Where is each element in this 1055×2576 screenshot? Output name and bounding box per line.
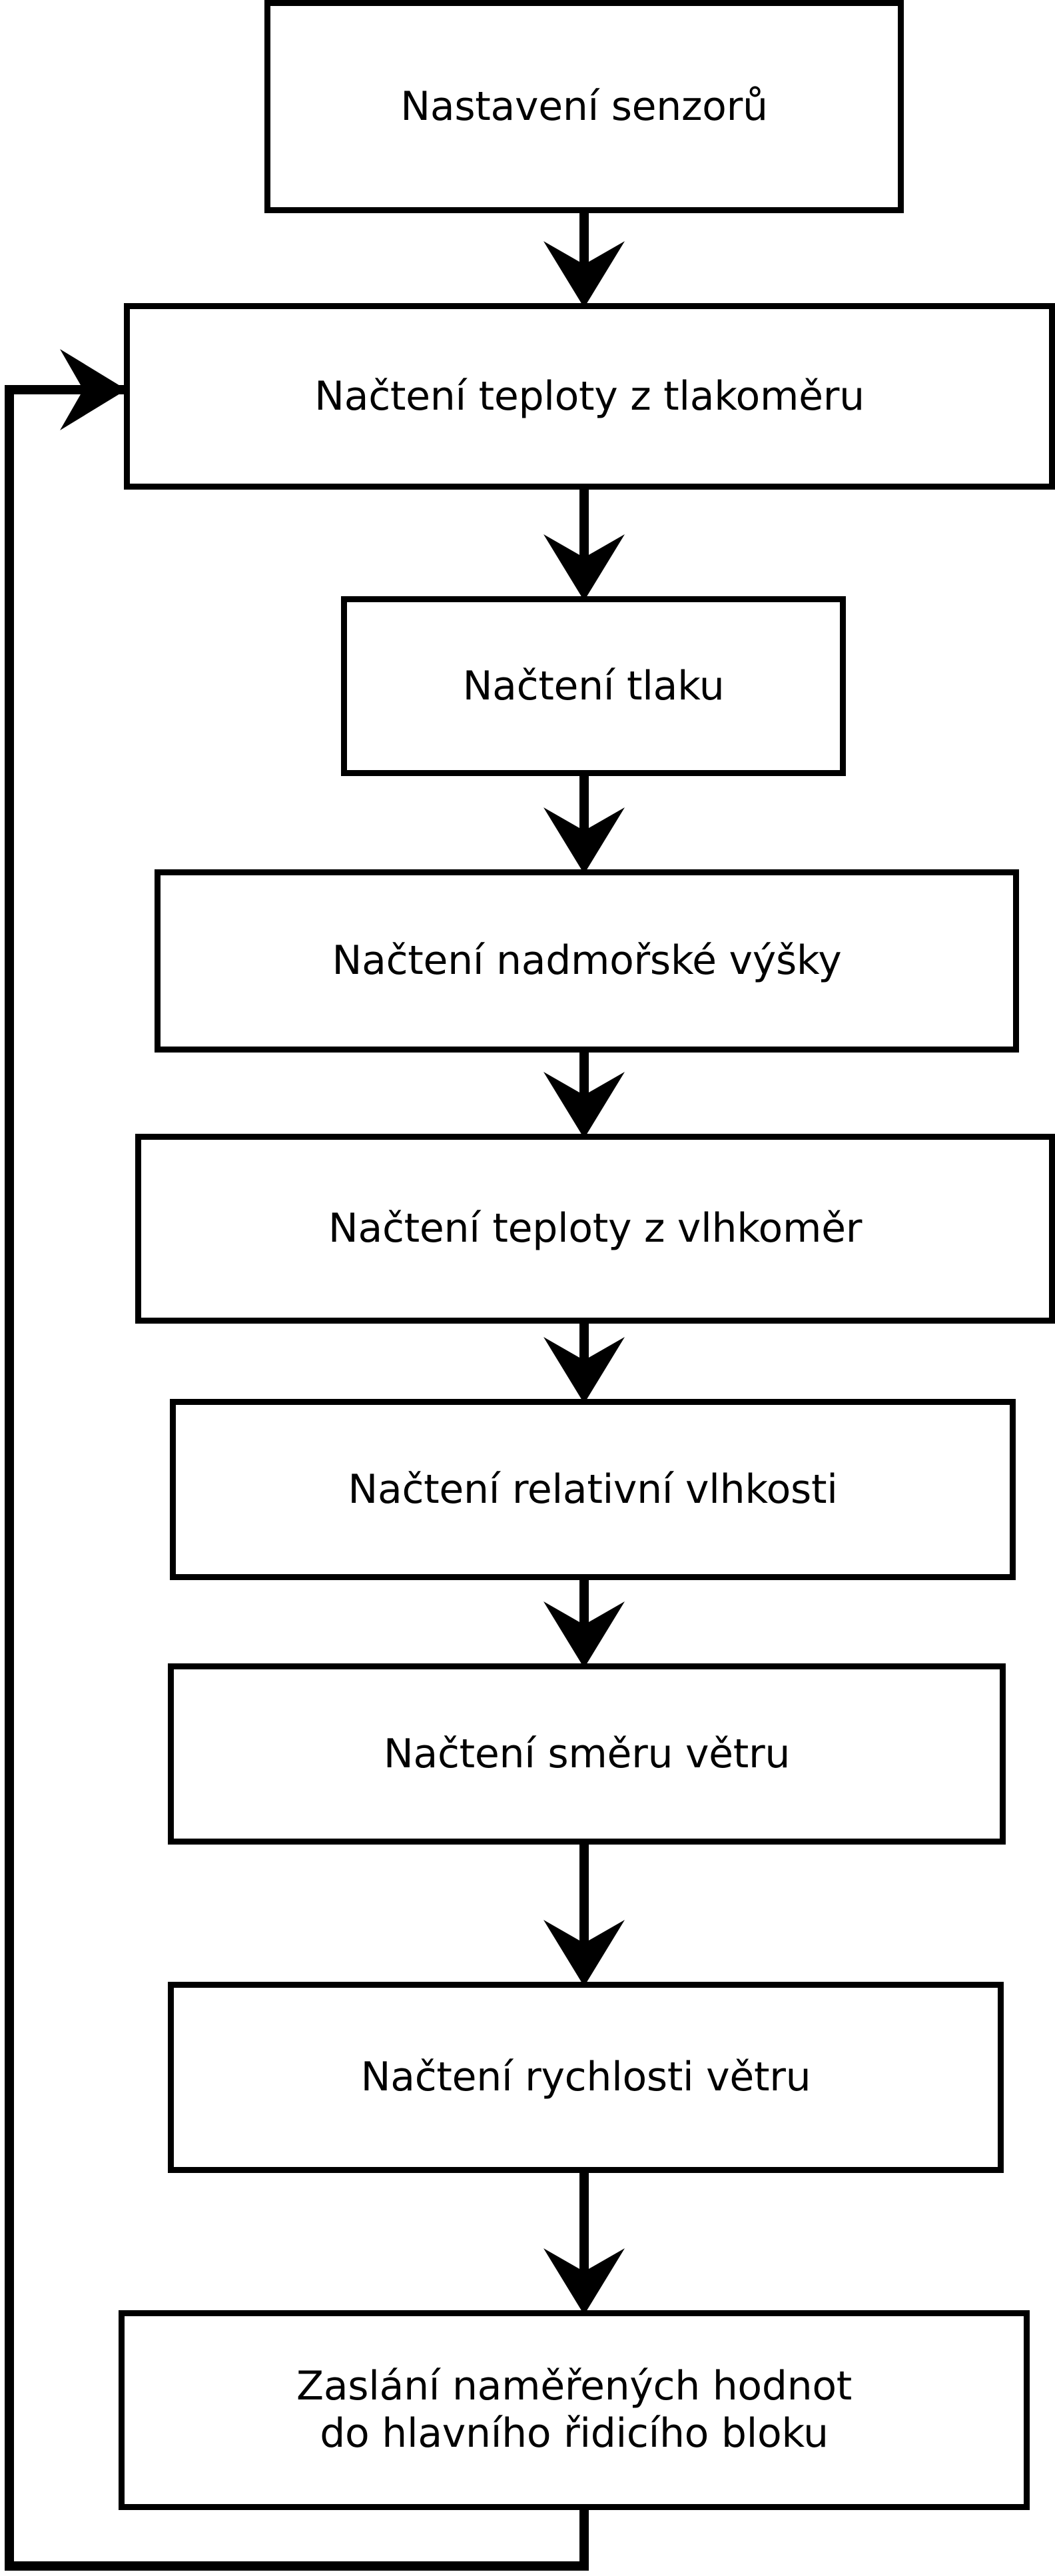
edge-n8-to-n9 [543,2173,625,2315]
node-label: Načtení nadmořské výšky [332,937,842,985]
node-nacteni-smeru-vetru[interactable]: Načtení směru větru [168,1663,1006,1845]
edge-n3-to-n4 [543,776,625,874]
node-label: Načtení směru větru [383,1730,791,1777]
node-nastaveni-senzoru[interactable]: Nastavení senzorů [264,0,904,213]
edge-n6-to-n7 [543,1580,625,1668]
edge-n9-to-n2-feedback-loop [5,349,589,2571]
edge-n7-to-n8 [543,1845,625,1986]
edge-n5-to-n6 [543,1324,625,1404]
node-zaslani-namerenych-hodnot[interactable]: Zaslání naměřených hodnot do hlavního ři… [119,2310,1030,2510]
node-nacteni-teploty-z-tlakomeru[interactable]: Načtení teploty z tlakoměru [124,303,1055,490]
node-nacteni-relativni-vlhkosti[interactable]: Načtení relativní vlhkosti [170,1399,1016,1580]
node-nacteni-nadmorske-vysky[interactable]: Načtení nadmořské výšky [155,869,1019,1053]
node-nacteni-tlaku[interactable]: Načtení tlaku [341,596,846,776]
edge-n4-to-n5 [543,1053,625,1138]
node-label: Načtení teploty z vlhkoměr [328,1205,863,1252]
node-nacteni-rychlosti-vetru[interactable]: Načtení rychlosti větru [168,1982,1004,2173]
node-label: Načtení teploty z tlakoměru [314,372,865,420]
node-label: Nastavení senzorů [400,83,768,130]
node-label: Načtení relativní vlhkosti [348,1466,838,1513]
node-label: Zaslání naměřených hodnot do hlavního ři… [296,2363,852,2457]
node-label: Načtení rychlosti větru [360,2054,811,2101]
edge-n2-to-n3 [543,490,625,601]
node-nacteni-teploty-z-vlhkomer[interactable]: Načtení teploty z vlhkoměr [135,1134,1055,1324]
edge-n1-to-n2 [543,213,625,308]
node-label: Načtení tlaku [462,662,725,709]
